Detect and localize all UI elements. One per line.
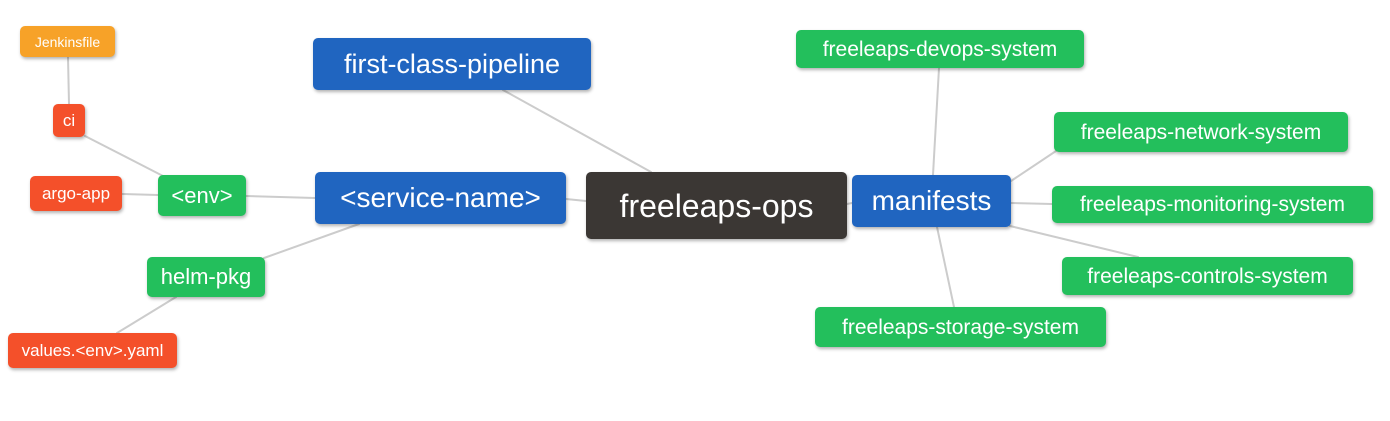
edge-manifests-to-devops-system: [932, 67, 940, 176]
node-helm-pkg[interactable]: helm-pkg: [147, 257, 265, 297]
node-devops-system[interactable]: freeleaps-devops-system: [796, 30, 1084, 68]
edge-env-to-service-name: [245, 195, 316, 199]
edge-argo-app-to-env: [121, 193, 159, 196]
edge-manifests-to-storage-system: [936, 226, 955, 308]
edge-helm-pkg-to-values-env-yaml: [116, 296, 177, 334]
edge-service-name-to-freeleaps-ops: [565, 198, 587, 202]
node-storage-system[interactable]: freeleaps-storage-system: [815, 307, 1106, 347]
node-manifests[interactable]: manifests: [852, 175, 1011, 227]
node-argo-app[interactable]: argo-app: [30, 176, 122, 211]
node-values-env-yaml[interactable]: values.<env>.yaml: [8, 333, 177, 368]
edge-manifests-to-network-system: [1010, 150, 1057, 182]
edge-first-class-pipeline-to-freeleaps-ops: [502, 89, 652, 173]
node-service-name[interactable]: <service-name>: [315, 172, 566, 224]
node-freeleaps-ops[interactable]: freeleaps-ops: [586, 172, 847, 239]
node-monitoring-system[interactable]: freeleaps-monitoring-system: [1052, 186, 1373, 223]
node-ci[interactable]: ci: [53, 104, 85, 137]
node-env[interactable]: <env>: [158, 175, 246, 216]
node-network-system[interactable]: freeleaps-network-system: [1054, 112, 1348, 152]
node-jenkinsfile[interactable]: Jenkinsfile: [20, 26, 115, 57]
node-first-class-pipeline[interactable]: first-class-pipeline: [313, 38, 591, 90]
edge-jenkinsfile-to-ci: [67, 56, 70, 105]
edge-manifests-to-controls-system: [1009, 225, 1139, 258]
edge-manifests-to-monitoring-system: [1010, 202, 1053, 205]
edge-ci-to-env: [84, 135, 164, 177]
node-controls-system[interactable]: freeleaps-controls-system: [1062, 257, 1353, 295]
edge-service-name-to-helm-pkg: [263, 223, 360, 259]
